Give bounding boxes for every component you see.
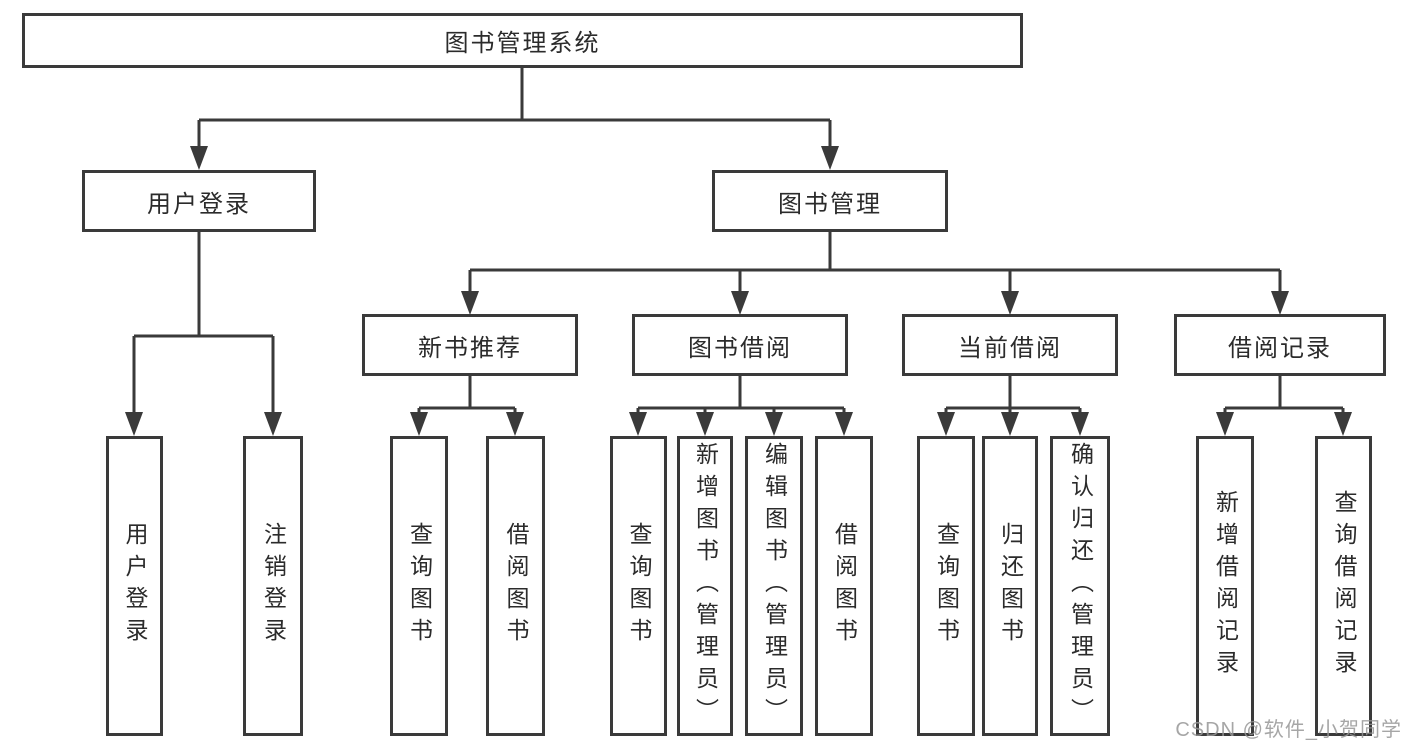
leaf-query-borrow-record: 查询借阅记录: [1315, 436, 1372, 736]
leaf-borrow-books: 借阅图书: [815, 436, 873, 736]
leaf-return-book: 归还图书: [982, 436, 1038, 736]
leaf-edit-book-admin: 编辑图书（管理员）: [745, 436, 803, 736]
node-book-borrow: 图书借阅: [632, 314, 848, 376]
node-user-login: 用户登录: [82, 170, 316, 232]
watermark: CSDN @软件_小贺同学: [1175, 719, 1402, 741]
leaf-query-books-borrow: 查询图书: [610, 436, 667, 736]
node-new-book-recommend: 新书推荐: [362, 314, 578, 376]
leaf-borrow-books-recommend: 借阅图书: [486, 436, 545, 736]
leaf-confirm-return-admin: 确认归还（管理员）: [1050, 436, 1110, 736]
leaf-query-books-current: 查询图书: [917, 436, 975, 736]
leaf-logout: 注销登录: [243, 436, 303, 736]
node-root-system: 图书管理系统: [22, 13, 1023, 68]
leaf-query-books-recommend: 查询图书: [390, 436, 448, 736]
arrowheads: [125, 146, 1352, 436]
node-book-management: 图书管理: [712, 170, 948, 232]
node-borrow-records: 借阅记录: [1174, 314, 1386, 376]
leaf-add-borrow-record: 新增借阅记录: [1196, 436, 1254, 736]
leaf-user-login: 用户登录: [106, 436, 163, 736]
node-current-borrow: 当前借阅: [902, 314, 1118, 376]
leaf-add-book-admin: 新增图书（管理员）: [677, 436, 733, 736]
